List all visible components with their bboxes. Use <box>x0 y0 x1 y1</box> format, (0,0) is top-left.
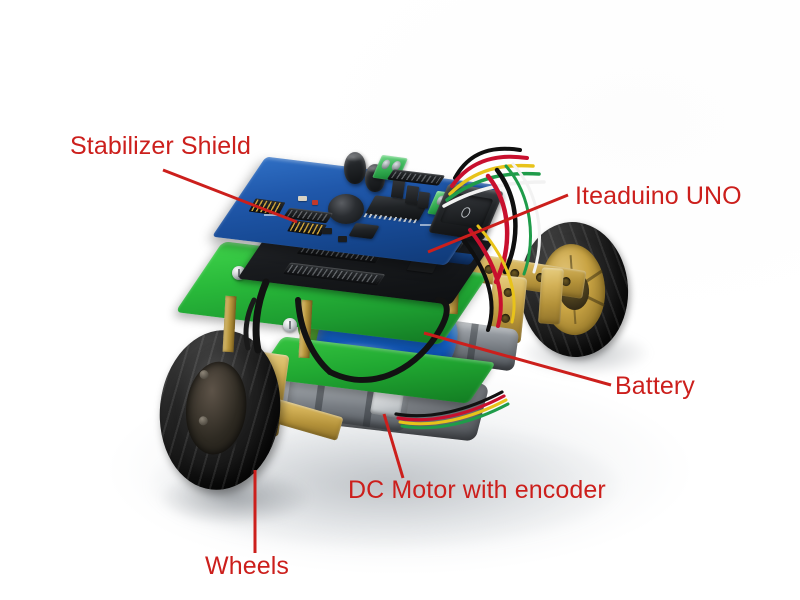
resistor <box>298 196 307 201</box>
leader-line-dc-motor-with-encoder <box>382 413 405 479</box>
label-wheels: Wheels <box>205 552 289 580</box>
label-dc-motor-with-encoder: DC Motor with encoder <box>348 476 606 504</box>
leader-line-battery <box>423 331 612 387</box>
plate-screw <box>283 318 297 332</box>
led <box>312 200 318 205</box>
power-inductor <box>328 194 364 224</box>
label-battery: Battery <box>615 372 695 400</box>
label-stabilizer-shield: Stabilizer Shield <box>70 132 251 160</box>
leader-line-iteaduino-uno <box>427 193 569 254</box>
electrolytic-capacitor <box>344 152 366 184</box>
leader-line-stabilizer-shield <box>162 168 298 224</box>
smd-component <box>322 228 332 234</box>
smd-component <box>338 236 347 242</box>
label-iteaduino-uno: Iteaduino UNO <box>575 182 742 210</box>
